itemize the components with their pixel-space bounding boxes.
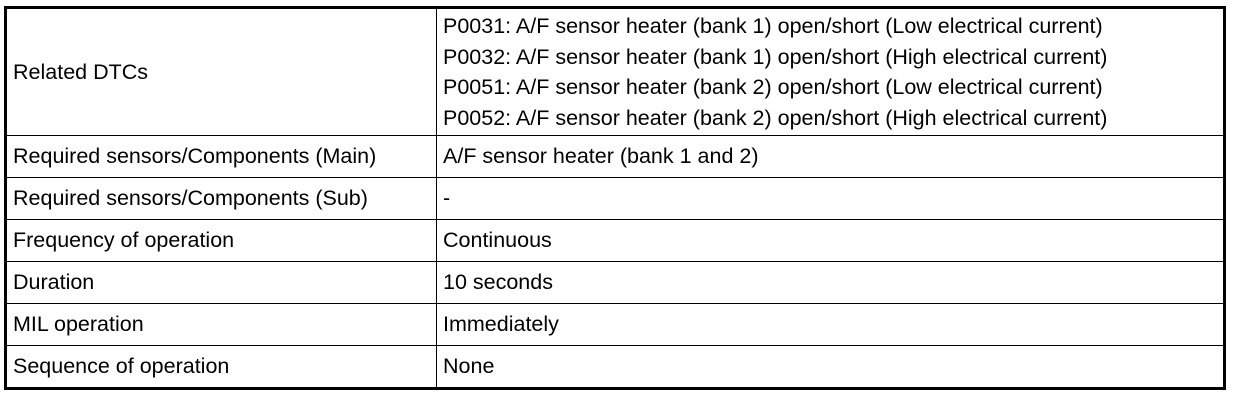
components-sub-value: - [436, 177, 1225, 220]
mil-operation-value: Immediately [436, 303, 1225, 346]
duration-value: 10 seconds [436, 261, 1225, 304]
dtc-entry-p0051: P0051: A/F sensor heater (bank 2) open/s… [443, 75, 1103, 99]
dtc-entry-p0032: P0032: A/F sensor heater (bank 1) open/s… [443, 44, 1108, 69]
components-main-value: A/F sensor heater (bank 1 and 2) [436, 135, 1225, 178]
dtc-entry-p0031: P0031: A/F sensor heater (bank 1) open/s… [443, 14, 1103, 38]
dtc-entry-p0052: P0052: A/F sensor heater (bank 2) open/s… [443, 105, 1108, 130]
frequency-label: Frequency of operation [5, 219, 437, 262]
related-dtcs-label: Related DTCs [5, 7, 437, 136]
table-row-mil-operation: MIL operation Immediately [5, 303, 1225, 346]
related-dtcs-values: P0031: A/F sensor heater (bank 1) open/s… [436, 7, 1225, 136]
duration-label: Duration [5, 261, 437, 304]
table-row-related-dtcs: Related DTCs P0031: A/F sensor heater (b… [5, 7, 1225, 136]
table-row-duration: Duration 10 seconds [5, 261, 1225, 304]
monitor-spec-table: Related DTCs P0031: A/F sensor heater (b… [4, 6, 1226, 390]
table-row-components-sub: Required sensors/Components (Sub) - [5, 177, 1225, 220]
table-row-frequency: Frequency of operation Continuous [5, 219, 1225, 262]
components-main-label: Required sensors/Components (Main) [5, 135, 437, 178]
sequence-value: None [436, 345, 1225, 389]
table-row-sequence: Sequence of operation None [5, 345, 1225, 389]
sequence-label: Sequence of operation [5, 345, 437, 389]
table-row-components-main: Required sensors/Components (Main) A/F s… [5, 135, 1225, 178]
components-sub-label: Required sensors/Components (Sub) [5, 177, 437, 220]
mil-operation-label: MIL operation [5, 303, 437, 346]
frequency-value: Continuous [436, 219, 1225, 262]
